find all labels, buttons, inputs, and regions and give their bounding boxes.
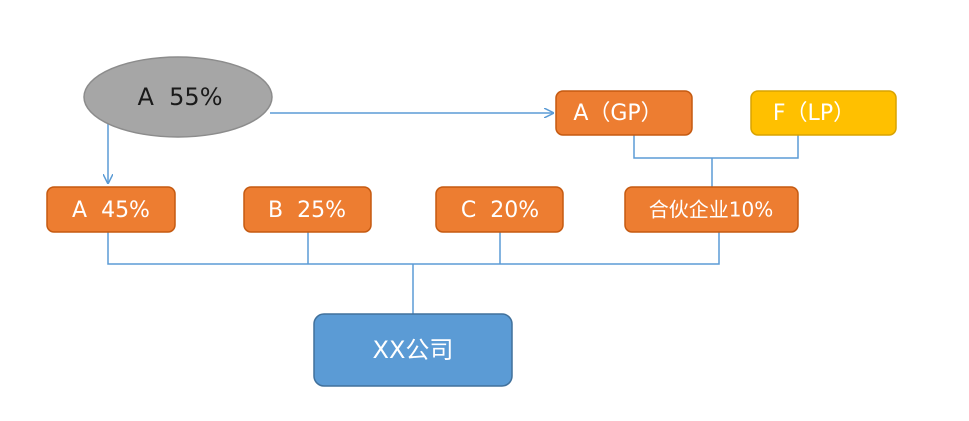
node-b-25: B 25% [243, 186, 372, 233]
node-b-25-shape [243, 186, 372, 233]
node-a-55-shape [83, 56, 273, 138]
node-f-lp-label: F（LP） [773, 101, 855, 126]
node-c-20-shape [435, 186, 564, 233]
node-a-gp: A（GP） [555, 90, 693, 136]
node-company-label: XX公司 [373, 336, 454, 364]
node-partnership-shape [624, 186, 799, 233]
node-partnership: 合伙企业10% [624, 186, 799, 233]
node-a-45-shape [46, 186, 176, 233]
node-a-gp-shape [555, 90, 693, 136]
node-c-20: C 20% [435, 186, 564, 233]
node-a-45-label: A 45% [72, 198, 150, 223]
node-a-45: A 45% [46, 186, 176, 233]
node-b-25-label: B 25% [268, 198, 346, 223]
connector-agp-to-partnership [633, 135, 712, 159]
node-a-55-label: A 55% [137, 83, 222, 111]
node-c-20-label: C 20% [461, 198, 539, 223]
connector-flp-to-partnership [712, 135, 799, 159]
node-a-gp-label: A（GP） [573, 101, 662, 126]
connector-shareholders-bus [107, 232, 720, 265]
node-company: XX公司 [313, 313, 513, 387]
connectors [107, 113, 799, 314]
node-partnership-label: 合伙企业10% [649, 198, 773, 222]
node-company-shape [313, 313, 513, 387]
node-a-55: A 55% [83, 56, 273, 138]
node-f-lp-shape [750, 90, 897, 136]
node-f-lp: F（LP） [750, 90, 897, 136]
